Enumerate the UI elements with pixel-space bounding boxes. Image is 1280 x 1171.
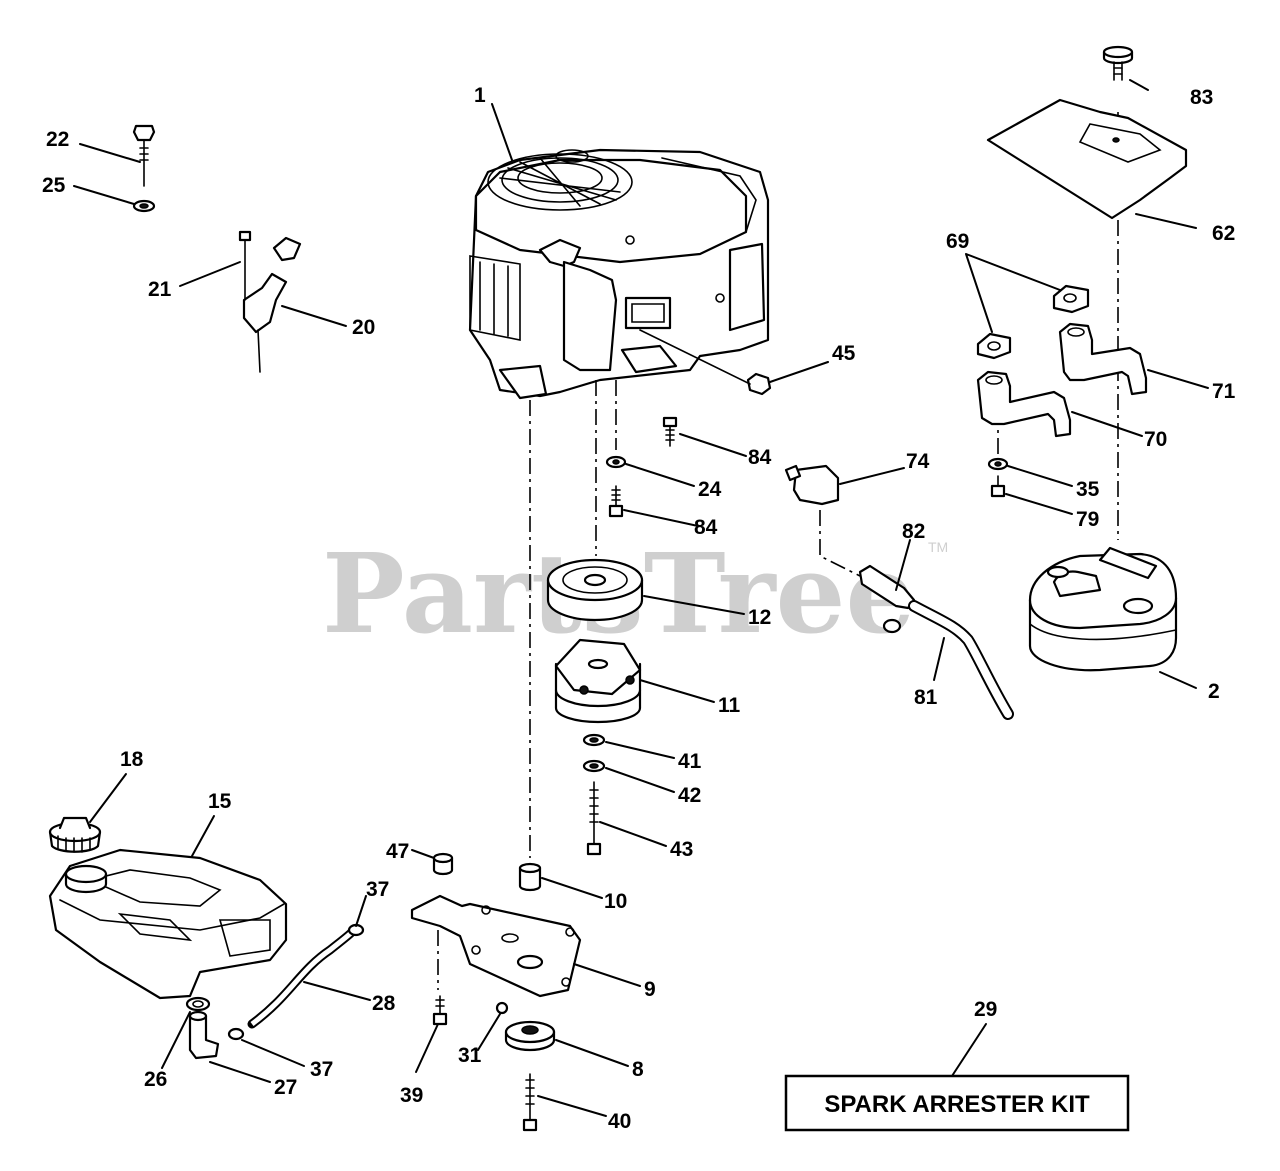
callout-69: 69 [946, 230, 969, 253]
exhaust-pipe-part-70[interactable] [976, 370, 1072, 438]
callout-27: 27 [274, 1076, 297, 1099]
callout-8: 8 [632, 1058, 644, 1081]
callout-82: 82 [902, 520, 925, 543]
callout-79: 79 [1076, 508, 1099, 531]
callout-9: 9 [644, 978, 656, 1001]
callout-26: 26 [144, 1068, 167, 1091]
hose-clamp-part-37-lower[interactable] [227, 1027, 245, 1041]
bolt-part-79[interactable] [990, 475, 1006, 498]
mount-bracket-part-9[interactable] [410, 894, 582, 998]
fuel-solenoid-part-74[interactable] [784, 464, 840, 506]
callout-31: 31 [458, 1044, 482, 1067]
engine-part[interactable] [468, 148, 770, 400]
callout-41: 41 [678, 750, 702, 773]
washer-part-42[interactable] [582, 759, 606, 773]
callout-62: 62 [1212, 222, 1235, 245]
callout-15: 15 [208, 790, 232, 813]
screw-part-21[interactable] [238, 230, 252, 301]
callout-70: 70 [1144, 428, 1167, 451]
washer-part-24[interactable] [605, 455, 627, 469]
callout-1: 1 [474, 84, 486, 107]
throttle-control-part-20[interactable] [242, 236, 302, 373]
callout-81: 81 [914, 686, 938, 709]
callout-20: 20 [352, 316, 375, 339]
callout-39: 39 [400, 1084, 423, 1107]
callout-37-lower: 37 [310, 1058, 333, 1081]
callout-47: 47 [386, 840, 409, 863]
callout-25: 25 [42, 174, 66, 197]
callout-74: 74 [906, 450, 930, 473]
bolt-part-84-upper[interactable] [662, 416, 678, 447]
bolt-part-39[interactable] [432, 995, 448, 1026]
callout-84-upper: 84 [748, 446, 772, 469]
callout-71: 71 [1212, 380, 1236, 403]
shield-bolt-part-83[interactable] [1102, 45, 1134, 81]
choke-knob-part-22[interactable] [132, 124, 156, 187]
callout-28: 28 [372, 992, 396, 1015]
washer-part-35[interactable] [987, 457, 1009, 471]
fuel-hose-part-28[interactable] [247, 927, 357, 1029]
callout-43: 43 [670, 838, 693, 861]
callout-18: 18 [120, 748, 144, 771]
screw-part-31[interactable] [495, 1001, 509, 1015]
spark-arrester-kit-label: SPARK ARRESTER KIT [824, 1091, 1090, 1118]
spacer-part-10[interactable] [518, 862, 542, 892]
fuel-line-part-81[interactable] [908, 600, 1014, 720]
fuel-tank-part-15[interactable] [48, 848, 288, 1000]
nut-part-45[interactable] [746, 372, 772, 396]
plug-part-47[interactable] [432, 852, 454, 876]
callout-10: 10 [604, 890, 627, 913]
callout-22: 22 [46, 128, 69, 151]
washer-part-25[interactable] [132, 199, 156, 213]
idler-pulley-part-8[interactable] [504, 1020, 556, 1052]
bolt-part-84-lower[interactable] [608, 485, 624, 518]
bushing-part-26[interactable] [185, 996, 211, 1012]
callout-2: 2 [1208, 680, 1220, 703]
spark-arrester-kit-box[interactable]: SPARK ARRESTER KIT [784, 1074, 1130, 1132]
belt-pulley-part[interactable] [546, 558, 644, 622]
fuel-cap-part-18[interactable] [48, 816, 102, 853]
callout-12: 12 [748, 606, 771, 629]
bolt-part-40[interactable] [522, 1073, 538, 1132]
callout-29: 29 [974, 998, 997, 1021]
heat-shield-part-62[interactable] [986, 98, 1188, 220]
fuel-elbow-part-27[interactable] [188, 1010, 220, 1060]
callout-24: 24 [698, 478, 722, 501]
callout-45: 45 [832, 342, 856, 365]
callout-37-upper: 37 [366, 878, 389, 901]
callout-42: 42 [678, 784, 701, 807]
gasket-part-69-right[interactable] [1052, 284, 1090, 314]
washer-part-41[interactable] [582, 733, 606, 747]
exhaust-pipe-part-71[interactable] [1058, 322, 1148, 396]
callout-11: 11 [718, 694, 741, 717]
watermark-trademark: TM [928, 539, 948, 555]
callout-84-lower: 84 [694, 516, 718, 539]
callout-83: 83 [1190, 86, 1213, 109]
callout-40: 40 [608, 1110, 631, 1133]
gasket-part-69-left[interactable] [976, 332, 1012, 360]
callout-35: 35 [1076, 478, 1100, 501]
muffler-part-2[interactable] [1028, 546, 1178, 672]
callout-21: 21 [148, 278, 172, 301]
electric-clutch-part[interactable] [554, 638, 642, 724]
bolt-part-43[interactable] [586, 781, 602, 856]
